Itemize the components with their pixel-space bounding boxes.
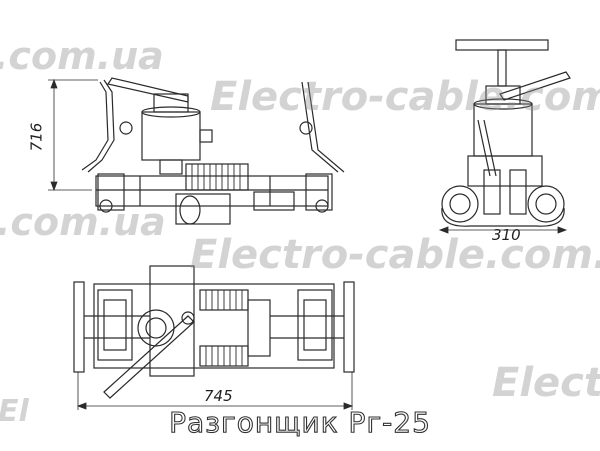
watermark-text: Electro-cable.com.u <box>190 232 600 278</box>
watermark-text: El <box>0 394 29 429</box>
front-pump-body <box>141 111 201 161</box>
front-left-handle <box>81 81 109 171</box>
dimension-label-side-width: 310 <box>492 226 521 244</box>
front-spring <box>185 163 249 191</box>
side-t-handle <box>455 39 549 51</box>
watermark-text: Electro-cable.com.ua <box>210 74 600 120</box>
side-width-dimension <box>438 226 568 234</box>
top-left-rail <box>73 281 85 373</box>
top-width-dimension <box>76 372 354 410</box>
watermark-text: .com.ua <box>0 34 164 78</box>
dimension-label-top-width: 745 <box>204 387 233 405</box>
product-caption: Разгонщик Рг-25 <box>169 405 431 439</box>
watermark-text: .com.ua <box>0 200 166 244</box>
top-right-rail <box>343 281 355 373</box>
front-height-dimension <box>48 78 98 192</box>
front-main-beam <box>95 175 329 207</box>
front-view <box>48 77 345 225</box>
front-lever <box>107 77 189 103</box>
side-left-wheel <box>441 185 479 223</box>
side-right-wheel <box>527 185 565 223</box>
watermark-text: Electr <box>492 360 600 406</box>
top-lever <box>103 315 195 399</box>
front-right-handle <box>301 81 339 173</box>
dimension-label-height: 716 <box>27 122 46 152</box>
top-view <box>73 265 355 410</box>
side-view <box>438 39 571 234</box>
